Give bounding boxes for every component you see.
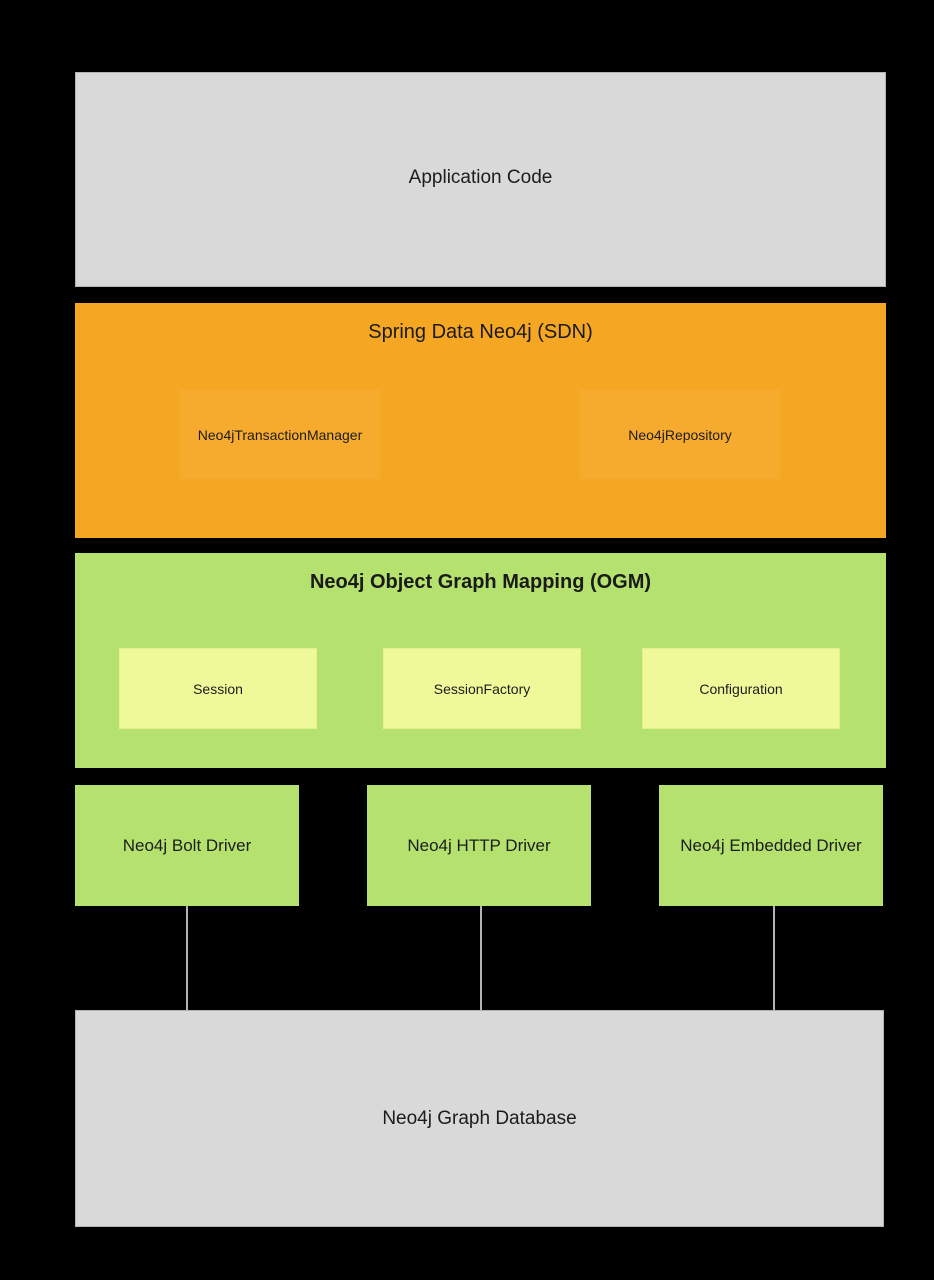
component-neo4j-transaction-manager-label: Neo4jTransactionManager <box>197 426 363 443</box>
driver-neo4j-http: Neo4j HTTP Driver <box>367 785 591 906</box>
component-neo4j-repository-label: Neo4jRepository <box>628 426 732 443</box>
component-session: Session <box>119 648 317 729</box>
driver-neo4j-embedded-label: Neo4j Embedded Driver <box>680 835 862 855</box>
component-configuration: Configuration <box>642 648 840 729</box>
driver-neo4j-embedded: Neo4j Embedded Driver <box>659 785 883 906</box>
driver-neo4j-bolt: Neo4j Bolt Driver <box>75 785 299 906</box>
connector-http-to-database <box>480 906 482 1011</box>
layer-neo4j-ogm: Neo4j Object Graph Mapping (OGM) Session… <box>75 553 886 768</box>
component-session-label: Session <box>193 680 243 697</box>
layer-spring-data-neo4j: Spring Data Neo4j (SDN) Neo4jTransaction… <box>75 303 886 538</box>
component-configuration-label: Configuration <box>699 680 783 697</box>
application-code-label: Application Code <box>408 167 553 188</box>
component-session-factory: SessionFactory <box>383 648 581 729</box>
component-neo4j-transaction-manager: Neo4jTransactionManager <box>180 390 380 479</box>
connector-embedded-to-database <box>773 906 775 1011</box>
connector-bolt-to-database <box>186 906 188 1011</box>
layer-neo4j-graph-database: Neo4j Graph Database <box>75 1010 884 1227</box>
spring-data-neo4j-title: Spring Data Neo4j (SDN) <box>368 321 593 343</box>
neo4j-graph-database-label: Neo4j Graph Database <box>382 1108 577 1129</box>
component-neo4j-repository: Neo4jRepository <box>580 390 780 479</box>
driver-neo4j-bolt-label: Neo4j Bolt Driver <box>122 835 252 855</box>
layer-application-code: Application Code <box>75 72 886 287</box>
neo4j-ogm-title: Neo4j Object Graph Mapping (OGM) <box>309 571 652 593</box>
component-session-factory-label: SessionFactory <box>433 680 531 697</box>
driver-neo4j-http-label: Neo4j HTTP Driver <box>407 835 551 855</box>
